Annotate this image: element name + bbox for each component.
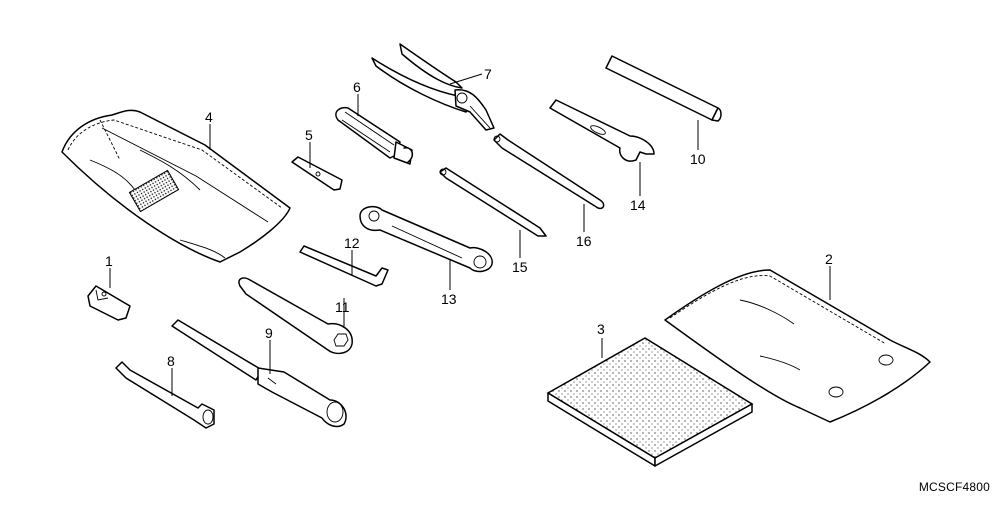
callout-labels: 1 2 3 4 5 6 7 8 9 10 11 12 13 14 15 16: [105, 66, 833, 369]
screwdriver-shaft: [439, 167, 547, 237]
callout-11: 11: [335, 299, 350, 315]
leader-lines: [109, 73, 831, 396]
bolt-long: [115, 361, 215, 429]
tool-pouch: [61, 109, 291, 263]
hex-key-l: [299, 245, 389, 287]
callout-6: 6: [353, 79, 361, 95]
callout-14: 14: [630, 197, 646, 213]
tool-bag: [664, 269, 931, 423]
callout-5: 5: [305, 127, 313, 143]
clip-part: [87, 285, 131, 321]
ring-wrench: [359, 205, 493, 273]
extension-tube: [605, 55, 722, 122]
screwdriver-handle: [335, 106, 414, 165]
callout-7: 7: [484, 66, 492, 82]
screwdriver-slim: [493, 133, 605, 210]
pliers: [371, 43, 495, 131]
box-wrench: [238, 277, 353, 355]
hex-key-small: [291, 156, 343, 191]
callout-13: 13: [441, 291, 457, 307]
open-end-wrench: [549, 99, 655, 162]
diagram-code: MCSCF4800: [918, 480, 990, 494]
callout-16: 16: [576, 233, 592, 249]
callout-1: 1: [105, 253, 113, 269]
callout-2: 2: [825, 251, 833, 267]
owner-manual: [546, 337, 754, 467]
callout-3: 3: [597, 321, 605, 337]
socket-wrench: [171, 319, 347, 428]
callout-12: 12: [344, 235, 360, 251]
callout-10: 10: [690, 151, 706, 167]
callout-15: 15: [512, 259, 528, 275]
callout-8: 8: [167, 353, 175, 369]
callout-9: 9: [265, 325, 273, 341]
callout-4: 4: [205, 109, 213, 125]
